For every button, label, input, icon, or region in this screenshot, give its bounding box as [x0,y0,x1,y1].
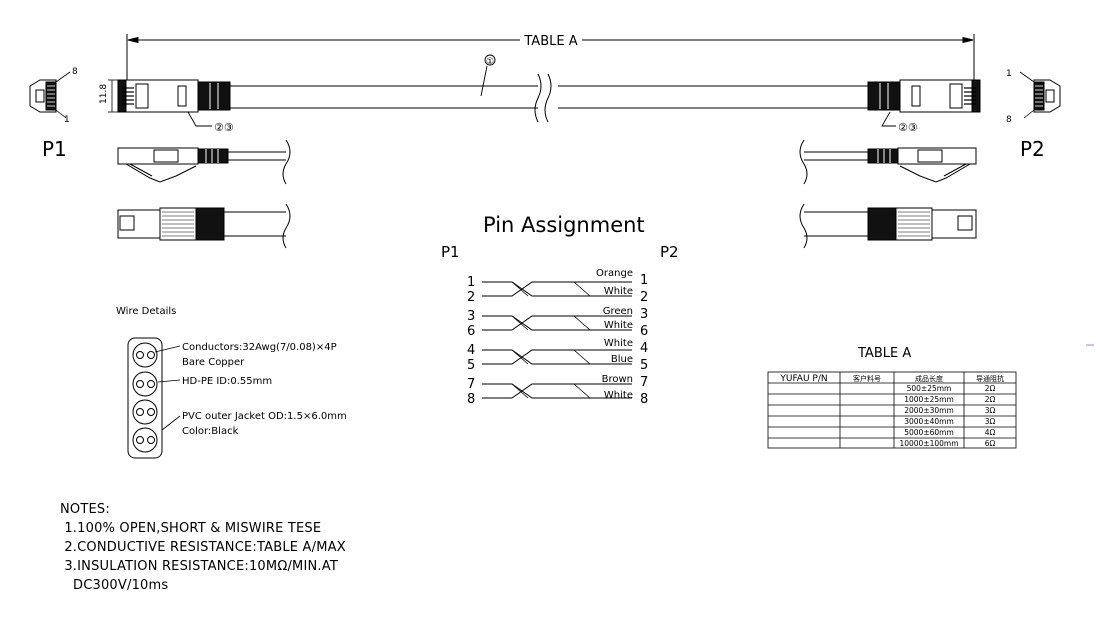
note-item-1: 1.100% OPEN,SHORT & MISWIRE TESE [60,521,322,536]
length-dimension [126,34,975,80]
pin-left-8: 8 [467,392,475,407]
wire-color-5: White [604,338,633,349]
p1-connector-bottom [117,203,291,249]
pin-right-5: 4 [640,341,648,356]
pin-left-2: 2 [467,290,475,305]
table-row-4-res: 3Ω [985,417,996,426]
wire-conductors-2: Bare Copper [182,357,245,368]
p2-connector-top [867,79,981,113]
wire-color-4: White [604,320,633,331]
pin-right-7: 7 [640,375,648,390]
wire-details-title: Wire Details [116,306,176,317]
pin-left-4: 6 [467,324,475,339]
p2-pin-top: 1 [1006,69,1012,79]
wire-color-6: Blue [611,354,633,365]
table-row-6-res: 6Ω [985,439,996,448]
table-row-5-length: 5000±60mm [904,428,954,437]
table-row-3-length: 2000±30mm [904,406,954,415]
wire-color-3: Green [603,306,633,317]
pin-right-1: 1 [640,273,648,288]
table-row-5-res: 4Ω [985,428,996,437]
pin-left-1: 1 [467,275,475,290]
p2-label: P2 [1020,137,1045,161]
table-a-grid [767,371,1017,449]
wire-color-2: White [604,286,633,297]
pin-left-6: 5 [467,358,475,373]
notes-block: NOTES: 1.100% OPEN,SHORT & MISWIRE TESE … [60,500,346,595]
notes-title: NOTES: [60,502,110,517]
callout-23-right: ②③ [881,111,918,134]
wire-jacket-2: Color:Black [182,426,239,437]
table-header-pn: YUFAU P/N [779,374,827,384]
p1-connector-top [117,79,231,113]
wire-cross-section [127,337,181,459]
note-item-3: 3.INSULATION RESISTANCE:10MΩ/MIN.AT [60,559,338,574]
pin-assignment-wires [482,281,632,399]
p1-connector-side [117,139,291,185]
p2-connector-side [799,139,977,185]
callout-23-left: ②③ [187,111,234,134]
p2-connector-bottom [799,203,977,249]
pin-right-6: 5 [640,358,648,373]
pin-left-7: 7 [467,377,475,392]
table-row-1-length: 500±25mm [907,384,952,393]
wire-jacket-1: PVC outer Jacket OD:1.5×6.0mm [182,411,347,422]
table-row-4-length: 3000±40mm [904,417,954,426]
p1-pin-bottom: 1 [64,115,70,125]
pin-right-4: 6 [640,324,648,339]
svg-text:②③: ②③ [214,121,234,134]
p2-end-view [1019,71,1061,119]
p2-pin-bottom: 8 [1006,115,1012,125]
table-row-6-length: 10000±100mm [899,439,958,448]
table-header-length: 成品长度 [915,374,943,383]
table-row-2-res: 2Ω [985,395,996,404]
pin-left-5: 4 [467,343,475,358]
pin-right-2: 2 [640,290,648,305]
pin-assignment-left-label: P1 [441,243,460,261]
svg-text:①: ① [486,57,494,67]
table-row-3-res: 3Ω [985,406,996,415]
pin-right-8: 8 [640,392,648,407]
wire-color-8: White [604,390,633,401]
pin-right-3: 3 [640,307,648,322]
table-header-customer-pn: 客户料号 [853,374,881,383]
table-row-1-res: 2Ω [985,384,996,393]
main-cable [230,73,868,123]
length-dimension-label: TABLE A [523,34,577,49]
pin-assignment-title: Pin Assignment [483,213,645,237]
note-item-2: 2.CONDUCTIVE RESISTANCE:TABLE A/MAX [60,540,346,555]
callout-1: ① [480,54,496,97]
pin-left-3: 3 [467,309,475,324]
table-row-2-length: 1000±25mm [904,395,954,404]
p1-height-dimension [108,79,118,113]
svg-text:②③: ②③ [898,121,918,134]
wire-insulation: HD-PE ID:0.55mm [182,376,272,387]
wire-color-1: Orange [596,268,633,279]
table-a-title: TABLE A [857,346,911,361]
wire-conductors-1: Conductors:32Awg(7/0.08)×4P [182,342,337,353]
p1-end-view [29,71,71,119]
table-header-resistance: 导通阻抗 [976,374,1004,383]
p1-label: P1 [42,137,67,161]
p1-pin-top: 8 [72,67,78,77]
note-item-4: DC300V/10ms [60,578,169,593]
p1-height-label: 11.8 [99,84,109,104]
pin-assignment-right-label: P2 [660,243,679,261]
wire-color-7: Brown [602,374,633,385]
